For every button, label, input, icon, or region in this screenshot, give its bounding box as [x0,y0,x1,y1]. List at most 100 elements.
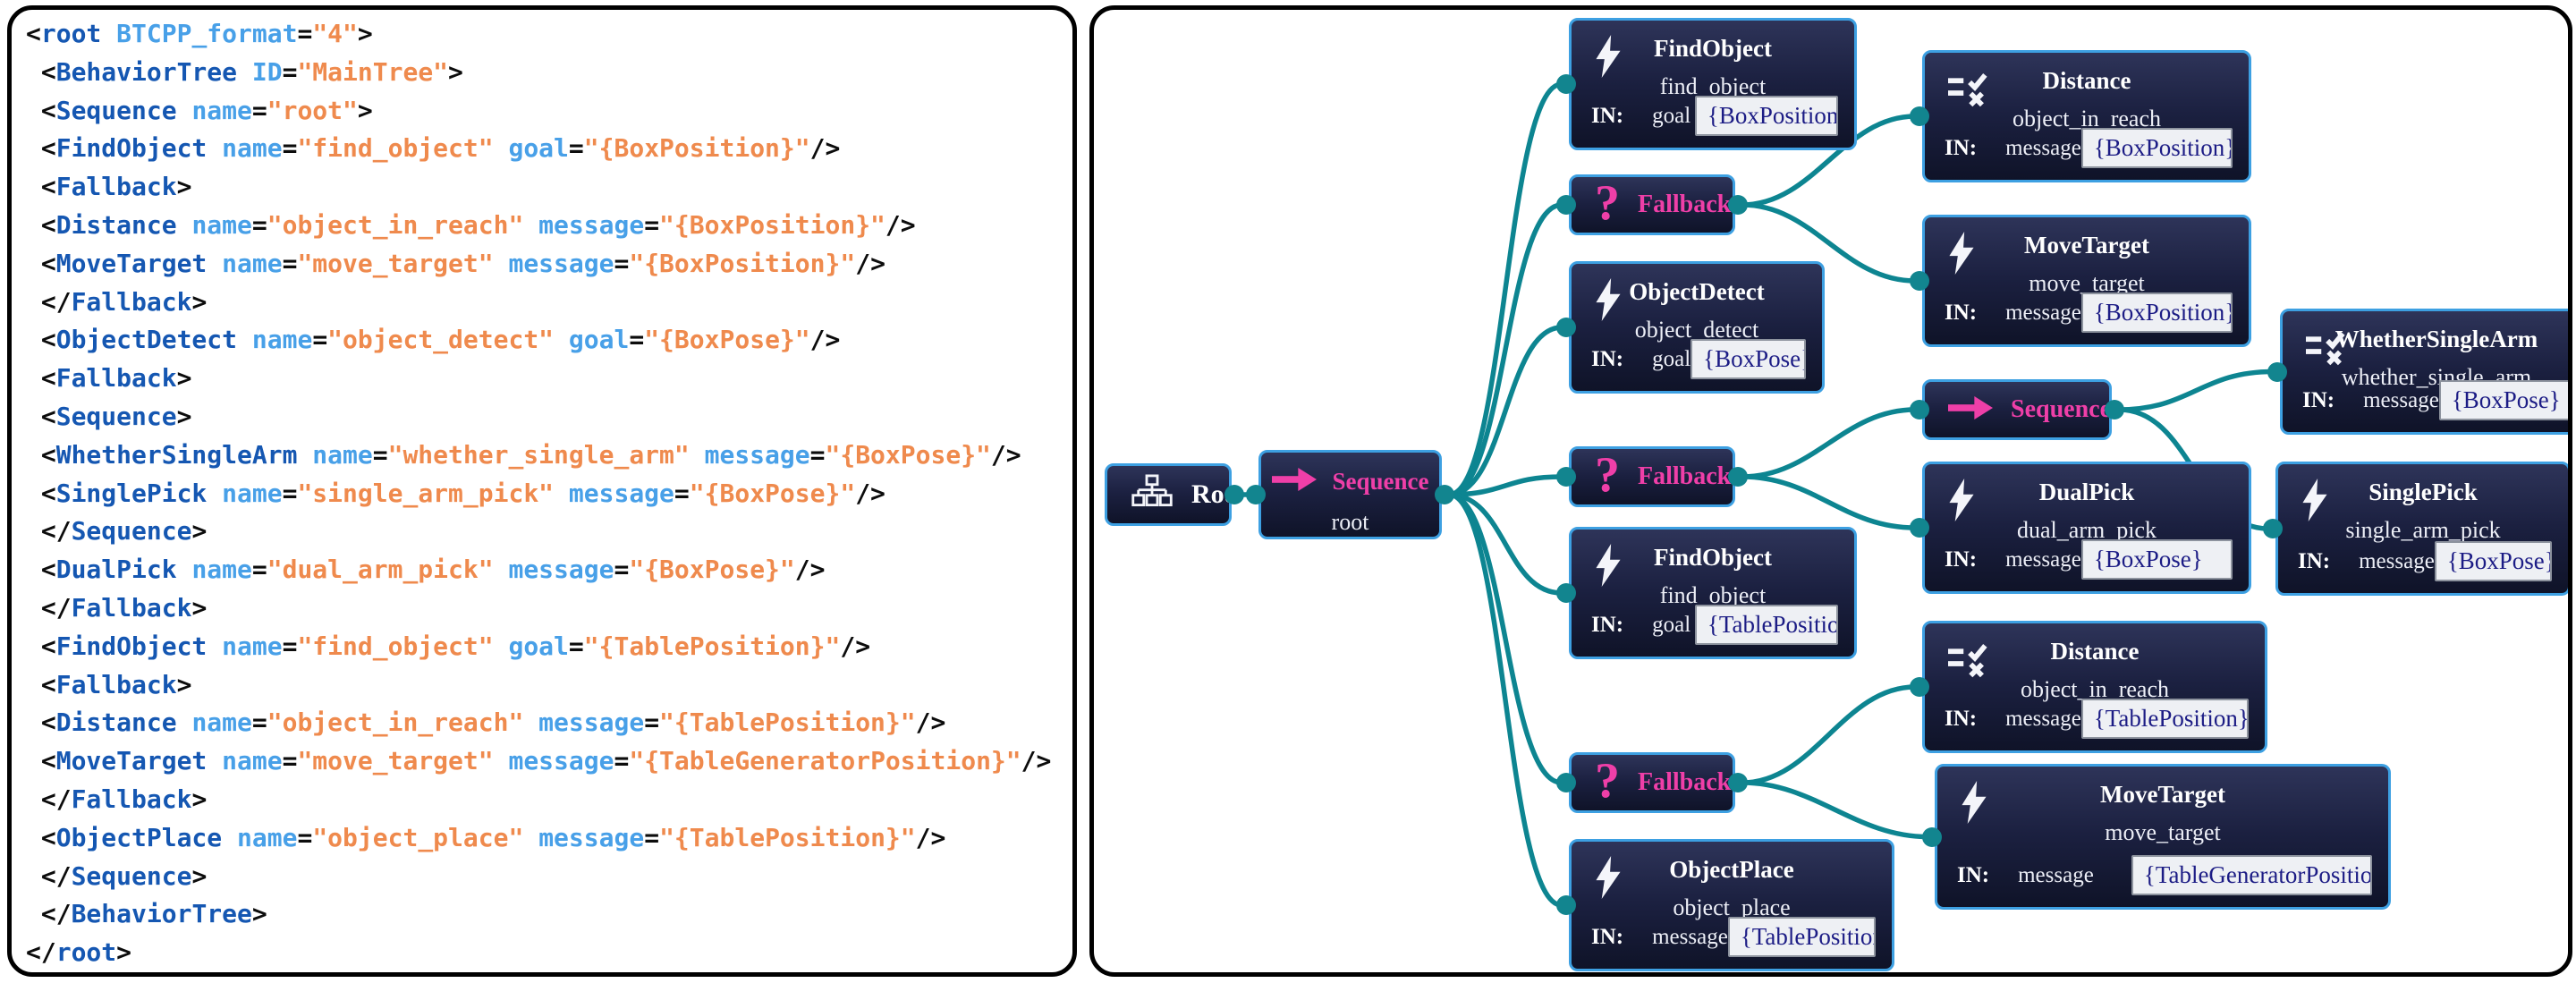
code-line: <MoveTarget name="move_target" message="… [26,248,886,278]
port-value-input[interactable]: {BoxPosition} [2080,292,2233,333]
edge-fallback2-seq2 [1740,407,1918,479]
port-dot-in-singlepick[interactable] [2263,519,2283,538]
edge-fallback2-dualpick [1740,474,1918,530]
port-name: goal [1652,346,1691,371]
port-dot-in-findobj1[interactable] [1556,74,1576,94]
node-fallback2[interactable]: ?Fallback [1569,446,1735,507]
port-dot-in-movetarget2[interactable] [1922,826,1942,847]
port-dot-in-findobj2[interactable] [1556,583,1576,603]
node-title: DualPick [2038,479,2135,505]
port-dot-in-whethersinglearm[interactable] [2267,361,2287,382]
port-name: message [2363,387,2439,412]
node-title: Distance [2042,67,2131,94]
port-name: message [2005,706,2081,731]
xml-code[interactable]: <root BTCPP_format="4"> <BehaviorTree ID… [12,10,1072,972]
node-title: Fallback [1638,768,1732,796]
node-port-row: IN:message{TablePosition} [1572,917,1892,957]
port-value-input[interactable]: {TablePosition} [1694,605,1838,645]
port-dot-in-objdetect[interactable] [1556,318,1576,337]
port-dot-out-fallback1[interactable] [1728,195,1748,215]
condition-check-icon [1948,644,1987,678]
node-port-row: IN: goal{TablePosition} [1572,605,1854,645]
node-title: FindObject [1654,544,1772,571]
node-subtitle: object_in_reach [2020,676,2170,702]
port-dot-out-root[interactable] [1224,485,1244,504]
port-dot-in-movetarget1[interactable] [1910,271,1929,291]
port-name: goal [1652,612,1691,637]
node-title: MoveTarget [2024,232,2149,258]
node-subtitle: object_detect [1634,317,1759,343]
in-label: IN: [1591,103,1624,128]
question-mark-icon: ? [1595,174,1620,231]
edge-seq1-fallback3 [1446,492,1564,785]
code-line: <ObjectPlace name="object_place" message… [26,822,946,852]
port-dot-out-fallback3[interactable] [1728,773,1748,792]
node-title: Fallback [1638,191,1732,218]
node-seq2[interactable]: Sequence [1922,379,2112,440]
node-subtitle: object_place [1673,894,1791,920]
condition-check-icon [2306,332,2345,366]
node-title: Sequence [1332,468,1429,495]
port-value-input[interactable]: {TablePosition} [2080,699,2249,739]
edge-seq1-findobj2 [1446,492,1564,596]
port-value-input[interactable]: {TablePosition} [1727,917,1876,957]
lightning-icon [1596,278,1621,321]
port-value-input[interactable]: {BoxPose} [2080,539,2233,580]
port-value-input[interactable]: {TableGeneratorPosition} [2131,855,2372,895]
port-value-input[interactable]: {BoxPose} [2434,541,2552,581]
node-fallback3[interactable]: ?Fallback [1569,752,1735,813]
lightning-icon [1949,232,1974,275]
node-port-row: IN: message{BoxPose} [2283,380,2568,420]
node-root[interactable]: Root [1105,463,1247,526]
port-dot-in-seq1[interactable] [1246,485,1266,504]
port-dot-in-distance1[interactable] [1910,106,1929,126]
port-dot-out-seq2[interactable] [2105,400,2124,419]
port-name: message [2018,862,2094,887]
port-dot-in-distance2[interactable] [1910,677,1929,697]
code-line: <Sequence> [26,401,192,431]
xml-source-panel: <root BTCPP_format="4"> <BehaviorTree ID… [7,5,1077,977]
port-dot-out-seq1[interactable] [1435,485,1454,504]
port-dot-in-fallback1[interactable] [1556,195,1576,215]
port-name: message [2005,547,2081,572]
node-subtitle: move_target [2105,819,2221,845]
port-dot-in-seq2[interactable] [1910,400,1929,419]
port-dot-in-objplace[interactable] [1556,895,1576,915]
port-value-input[interactable]: {BoxPosition} [1694,96,1838,136]
code-line: <WhetherSingleArm name="whether_single_a… [26,439,1021,470]
edge-seq1-fallback2 [1446,474,1564,497]
port-value-input[interactable]: {BoxPose} [2438,380,2568,420]
port-value-input[interactable]: {BoxPose} [1690,339,1806,379]
in-label: IN: [1591,612,1624,637]
port-value-input[interactable]: {BoxPosition} [2080,128,2233,168]
edge-fallback1-movetarget1 [1740,202,1918,284]
port-name: message [2359,548,2435,573]
in-label: IN: [2302,387,2335,412]
node-fallback1[interactable]: ? Fallback [1569,174,1735,235]
code-line: <Sequence name="root"> [26,95,373,125]
port-dot-out-fallback2[interactable] [1728,467,1748,487]
port-dot-in-dualpick[interactable] [1910,518,1929,538]
port-dot-in-fallback2[interactable] [1556,467,1576,487]
code-line: <DualPick name="dual_arm_pick" message="… [26,555,826,585]
edge-fallback3-distance2 [1740,684,1918,785]
port-name: message [2005,300,2081,325]
port-dot-in-fallback3[interactable] [1556,773,1576,792]
code-line: <Fallback> [26,669,192,699]
in-label: IN: [1945,547,1978,572]
node-title: WhetherSingleArm [2334,326,2538,352]
arrow-right-icon [1271,467,1317,492]
